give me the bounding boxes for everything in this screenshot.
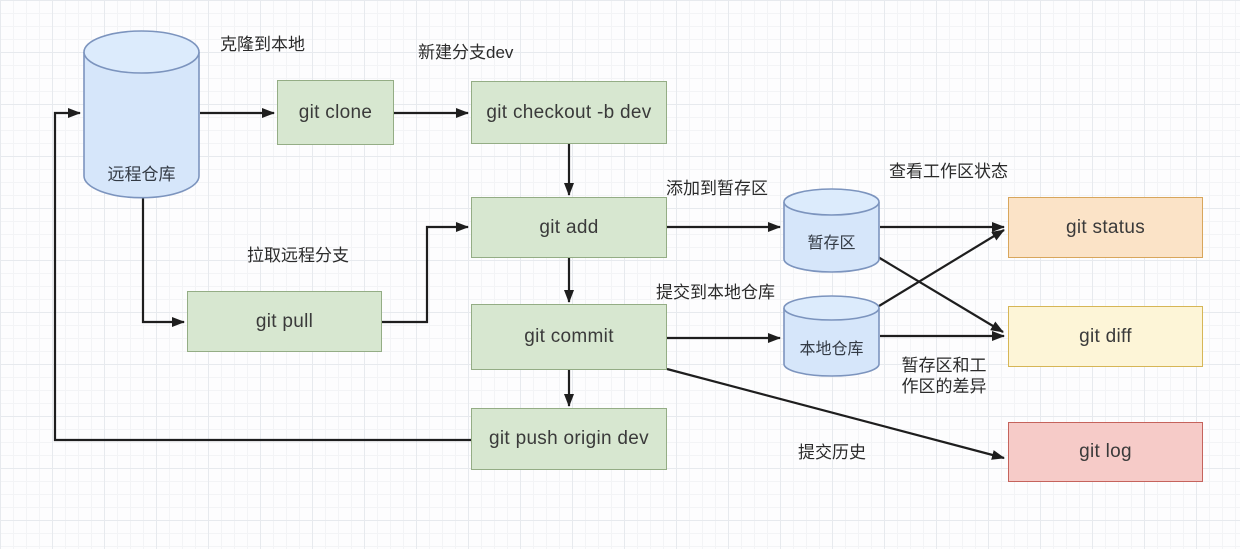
git-push-label: git push origin dev	[489, 428, 649, 449]
label-pull-remote-branch: 拉取远程分支	[247, 246, 349, 265]
git-commit-label: git commit	[524, 326, 614, 347]
git-diff-label: git diff	[1079, 325, 1132, 347]
node-git-commit: git commit	[471, 304, 667, 370]
node-git-push: git push origin dev	[471, 408, 667, 470]
node-remote-repo: 远程仓库	[83, 30, 200, 199]
node-git-checkout: git checkout -b dev	[471, 81, 667, 144]
node-git-clone: git clone	[277, 80, 394, 145]
label-commit-to-local: 提交到本地仓库	[656, 283, 775, 302]
node-git-add: git add	[471, 197, 667, 258]
node-local-repo: 本地仓库	[783, 295, 880, 377]
git-pull-label: git pull	[255, 310, 314, 332]
label-staging-workdir-diff: 暂存区和工 作区的差异	[890, 355, 998, 397]
edge-local-to-status	[878, 229, 1005, 307]
node-git-log: git log	[1008, 422, 1203, 482]
git-log-label: git log	[1079, 441, 1132, 462]
label-clone-to-local: 克隆到本地	[220, 35, 305, 54]
edge-remote-to-pull	[141, 198, 185, 327]
staging-area-label: 暂存区	[807, 235, 856, 252]
edge-pull-to-add	[382, 222, 469, 324]
git-checkout-label: git checkout -b dev	[486, 101, 652, 123]
node-staging-area: 暂存区	[783, 188, 880, 273]
local-repo-label: 本地仓库	[799, 341, 864, 358]
edge-staging-to-diff	[877, 256, 1004, 333]
label-view-work-status: 查看工作区状态	[889, 162, 1008, 181]
remote-repo-label: 远程仓库	[107, 165, 176, 184]
node-git-status: git status	[1008, 197, 1203, 258]
label-new-branch-dev: 新建分支dev	[418, 43, 514, 62]
git-clone-label: git clone	[298, 101, 373, 123]
node-git-pull: git pull	[187, 291, 382, 352]
git-status-label: git status	[1065, 216, 1146, 238]
label-add-to-staging: 添加到暂存区	[666, 179, 768, 198]
label-commit-history: 提交历史	[798, 443, 866, 462]
label-staging-workdir-diff-line2: 作区的差异	[901, 377, 987, 396]
git-add-label: git add	[539, 216, 599, 238]
label-staging-workdir-diff-line1: 暂存区和工	[901, 356, 987, 375]
node-git-diff: git diff	[1008, 306, 1203, 367]
